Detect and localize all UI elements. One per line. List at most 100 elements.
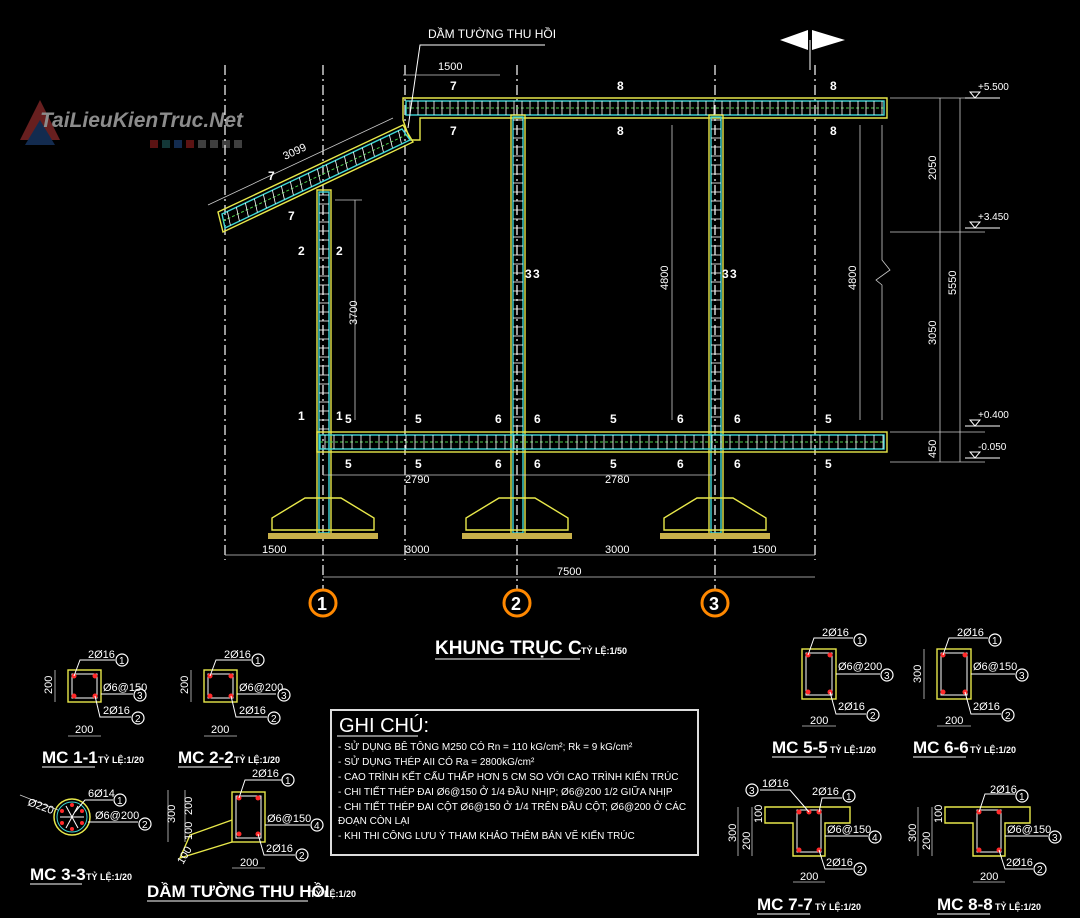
label: 2 xyxy=(1005,711,1011,722)
stirrup-mark xyxy=(389,134,393,148)
notes-box: GHI CHÚ: - SỬ DỤNG BÊ TÔNG M250 CÓ Rn = … xyxy=(330,709,699,856)
label: 2Ø16 xyxy=(224,649,251,661)
label: MC 5-5 xyxy=(772,738,828,757)
label: 2 xyxy=(511,594,521,614)
label: 2Ø16 xyxy=(239,705,266,717)
dim-right: 3050 xyxy=(927,321,939,345)
label: 6 xyxy=(534,457,541,471)
label: TỶ LỆ:1/20 xyxy=(234,754,280,765)
label: Ø6@150 xyxy=(267,813,311,825)
label: 8 xyxy=(830,79,837,93)
label: 3 xyxy=(281,691,287,702)
label: 7 xyxy=(450,79,457,93)
label: 7 xyxy=(450,124,457,138)
label: 2Ø16 xyxy=(957,627,984,639)
label: 100 xyxy=(175,845,195,867)
label: 5 xyxy=(825,457,832,471)
label: 5 xyxy=(345,457,352,471)
label: 200 xyxy=(240,857,258,869)
label: 200 xyxy=(75,724,93,736)
level-label: +3.450 xyxy=(978,212,1009,223)
label: 4 xyxy=(314,821,320,832)
label: 2Ø16 xyxy=(1006,857,1033,869)
label: 3 xyxy=(730,267,737,281)
dim-bottom: 1500 xyxy=(262,544,286,556)
label: 3 xyxy=(884,671,890,682)
axis-bubble-1: 1 xyxy=(308,588,338,618)
label: 1Ø16 xyxy=(762,778,789,790)
label: 6 xyxy=(495,412,502,426)
level-label: -0.050 xyxy=(978,442,1007,453)
label: 7 xyxy=(288,209,295,223)
label: 1 xyxy=(992,636,998,647)
label: 100 xyxy=(183,822,195,840)
note-line: - SỬ DỤNG BÊ TÔNG M250 CÓ Rn = 110 kG/cm… xyxy=(338,740,633,753)
label: DẦM TƯỜNG THU HỒI xyxy=(147,882,330,901)
label: TỶ LỆ:1/20 xyxy=(830,744,876,755)
label: TỶ LỆ:1/20 xyxy=(86,871,132,882)
label: 5 xyxy=(610,412,617,426)
label: 200 xyxy=(183,797,195,815)
stirrup-mark xyxy=(263,194,267,209)
label: 5 xyxy=(825,412,832,426)
label: 5 xyxy=(345,412,352,426)
label: 3 xyxy=(722,267,729,281)
level-markers: +5.500 +3.450 +0.400 -0.050 xyxy=(965,82,1009,459)
label: 6 xyxy=(677,457,684,471)
label: 200 xyxy=(921,832,933,850)
stirrup-mark xyxy=(281,185,285,200)
label: 7 xyxy=(268,169,275,183)
drawing-title: KHUNG TRỤC C xyxy=(435,638,582,659)
label: 1 xyxy=(285,776,291,787)
stirrup-mark xyxy=(353,151,357,166)
stirrup-mark xyxy=(317,168,321,183)
label: 2 xyxy=(857,865,863,876)
stirrup-mark xyxy=(326,164,330,178)
label: Ø6@200 xyxy=(95,810,139,822)
drawing-scale: TỶ LỆ:1/50 xyxy=(581,645,627,656)
label: 2 xyxy=(870,711,876,722)
label: 300 xyxy=(166,805,178,823)
label: TỶ LỆ:1/20 xyxy=(815,901,861,912)
label: 5 xyxy=(610,457,617,471)
dim-ground: 2780 xyxy=(605,474,629,486)
stirrup-mark xyxy=(344,156,348,170)
label: 3 xyxy=(1052,833,1058,844)
label: Ø6@150 xyxy=(827,824,871,836)
label: TỶ LỆ:1/20 xyxy=(995,901,1041,912)
grid-axes xyxy=(224,65,816,590)
label: 5 xyxy=(415,457,422,471)
stirrup-mark xyxy=(371,143,375,157)
label: 3 xyxy=(525,267,532,281)
watermark-logo: TaiLieuKienTruc.Net xyxy=(20,100,244,148)
note-line: - CHI TIẾT THÉP ĐAI CỘT Ø6@150 Ở 1/4 TRÊ… xyxy=(338,800,686,813)
label: 2 xyxy=(336,244,343,258)
label: MC 7-7 xyxy=(757,895,813,914)
label: Ø6@200 xyxy=(239,682,283,694)
note-line: - KHI THI CÔNG LƯU Ý THAM KHẢO THÊM BẢN … xyxy=(338,829,635,842)
label: 1 xyxy=(846,792,852,803)
dim-inner: 4800 xyxy=(659,266,671,290)
label: 5 xyxy=(415,412,422,426)
label: 1 xyxy=(119,656,125,667)
label: 300 xyxy=(727,824,739,842)
label: 6 xyxy=(534,412,541,426)
dim-right-total: 5550 xyxy=(947,271,959,295)
label: 2 xyxy=(135,714,141,725)
stirrup-mark xyxy=(398,130,402,144)
stirrup-mark xyxy=(227,211,231,226)
label: 200 xyxy=(980,871,998,883)
dim-inner: 3700 xyxy=(348,301,360,325)
stirrup-mark xyxy=(335,160,339,174)
label: 8 xyxy=(830,124,837,138)
label: 200 xyxy=(43,676,55,694)
footing xyxy=(268,497,378,539)
section-mc-2-2: 2Ø16 1 Ø6@200 3 2Ø16 2 200 200 MC 2-2 TỶ… xyxy=(178,649,291,768)
dim-bottom: 3000 xyxy=(405,544,429,556)
label: 2 xyxy=(298,244,305,258)
note-line: - CAO TRÌNH KẾT CẤU THẤP HƠN 5 CM SO VỚI… xyxy=(338,770,679,783)
label: 2 xyxy=(142,820,148,831)
dim-top: 1500 xyxy=(438,61,462,73)
label: 6Ø14 xyxy=(88,788,115,800)
